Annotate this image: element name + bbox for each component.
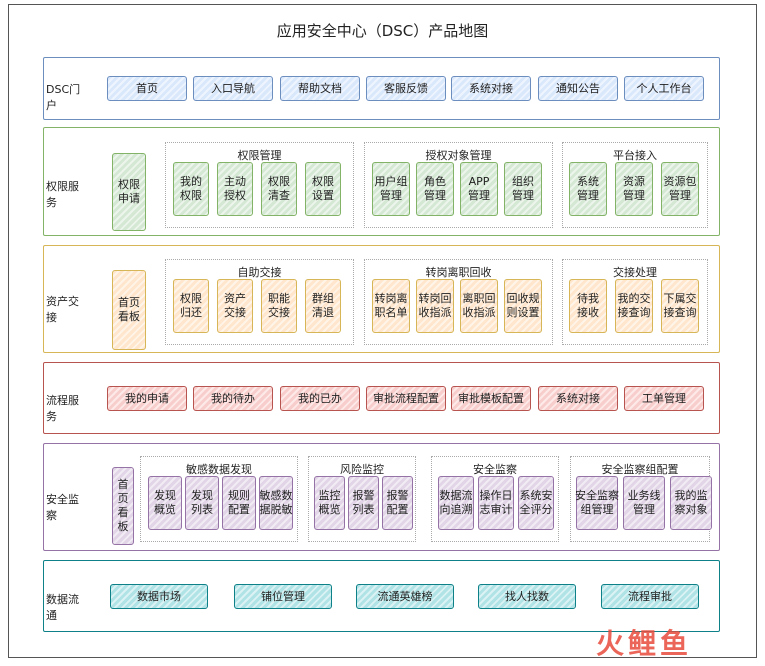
permission-group-title: 权限管理 (237, 149, 282, 162)
permission-group-item[interactable]: 资源包 管理 (661, 162, 699, 216)
portal-section (43, 57, 720, 120)
asset-group: 自助交接 (165, 259, 354, 345)
security-group-title: 敏感数据发现 (186, 463, 252, 476)
security-group-title: 安全监察 (473, 463, 517, 476)
security-group-item[interactable]: 规则 配置 (222, 476, 256, 530)
security-group-item[interactable]: 发现 概览 (148, 476, 182, 530)
portal-item[interactable]: 客服反馈 (366, 76, 446, 101)
process-item[interactable]: 工单管理 (624, 386, 704, 411)
security-group-item[interactable]: 监控 概览 (314, 476, 345, 530)
permission-group-item[interactable]: 权限 清查 (261, 162, 297, 216)
security-group-item[interactable]: 发现 列表 (185, 476, 219, 530)
asset-group-item[interactable]: 转岗回 收指派 (416, 279, 454, 333)
asset-side-entry[interactable]: 首页 看板 (112, 270, 146, 350)
security-group-item[interactable]: 敏感数 据脱敏 (259, 476, 293, 530)
security-group: 风险监控 (308, 456, 416, 542)
portal-item[interactable]: 个人工作台 (624, 76, 704, 101)
asset-group-item[interactable]: 离职回 收指派 (460, 279, 498, 333)
dataflow-item[interactable]: 数据市场 (110, 584, 208, 609)
dataflow-label: 数据流通 (46, 593, 79, 622)
portal-label: DSC门户 (46, 83, 81, 112)
permission-section (43, 127, 720, 236)
security-group-item[interactable]: 报警 列表 (348, 476, 379, 530)
process-item[interactable]: 审批模板配置 (451, 386, 531, 411)
security-group-item[interactable]: 业务线 管理 (623, 476, 665, 530)
asset-group-item[interactable]: 下属交 接查询 (661, 279, 699, 333)
permission-group-item[interactable]: 组织 管理 (504, 162, 542, 216)
asset-group-item[interactable]: 回收规 则设置 (504, 279, 542, 333)
asset-group-item[interactable]: 我的交 接查询 (615, 279, 653, 333)
portal-item[interactable]: 通知公告 (538, 76, 618, 101)
security-group-item[interactable]: 数据流 向追溯 (438, 476, 474, 530)
process-item[interactable]: 审批流程配置 (366, 386, 446, 411)
portal-item[interactable]: 帮助文档 (280, 76, 360, 101)
portal-item[interactable]: 首页 (107, 76, 187, 101)
asset-group: 转岗离职回收 (364, 259, 553, 345)
security-side-entry[interactable]: 首 页 看 板 (112, 467, 134, 545)
permission-group: 授权对象管理 (364, 142, 553, 228)
watermark-logo: 火鲤鱼 (596, 627, 693, 660)
security-group-title: 风险监控 (340, 463, 384, 476)
process-item[interactable]: 我的待办 (193, 386, 273, 411)
permission-group-item[interactable]: 系统 管理 (569, 162, 607, 216)
permission-group-title: 平台接入 (613, 149, 657, 162)
asset-group-title: 交接处理 (613, 266, 657, 279)
asset-group-title: 转岗离职回收 (425, 266, 492, 279)
dataflow-item[interactable]: 流通英雄榜 (356, 584, 454, 609)
security-group-item[interactable]: 报警 配置 (382, 476, 413, 530)
permission-label: 权限服务 (46, 180, 79, 209)
asset-group-item[interactable]: 权限 归还 (173, 279, 209, 333)
asset-section (43, 245, 720, 353)
asset-group-title: 自助交接 (237, 266, 282, 279)
permission-group-item[interactable]: 用户组 管理 (372, 162, 410, 216)
dataflow-section (43, 560, 720, 632)
permission-group-item[interactable]: 权限 设置 (305, 162, 341, 216)
security-group-item[interactable]: 系统安 全评分 (518, 476, 554, 530)
security-group: 安全监察 (431, 456, 559, 542)
process-item[interactable]: 我的申请 (107, 386, 187, 411)
permission-group-item[interactable]: 我的 权限 (173, 162, 209, 216)
dataflow-item[interactable]: 找人找数 (478, 584, 576, 609)
permission-group-item[interactable]: 主动 授权 (217, 162, 253, 216)
security-group-item[interactable]: 安全监察 组管理 (575, 476, 619, 530)
security-group-item[interactable]: 我的监 察对象 (670, 476, 712, 530)
permission-group-item[interactable]: 资源 管理 (615, 162, 653, 216)
security-section (43, 443, 720, 551)
permission-group-item[interactable]: APP 管理 (460, 162, 498, 216)
asset-group: 交接处理 (562, 259, 708, 345)
dataflow-item[interactable]: 流程审批 (601, 584, 699, 609)
portal-item[interactable]: 入口导航 (193, 76, 273, 101)
diagram-title: 应用安全中心（DSC）产品地图 (276, 22, 489, 40)
process-item[interactable]: 我的已办 (280, 386, 360, 411)
portal-item[interactable]: 系统对接 (451, 76, 531, 101)
process-label: 流程服务 (46, 394, 79, 423)
permission-group: 权限管理 (165, 142, 354, 228)
asset-label: 资产交接 (46, 295, 79, 324)
asset-group-item[interactable]: 群组 清退 (305, 279, 341, 333)
asset-group-item[interactable]: 职能 交接 (261, 279, 297, 333)
permission-group: 平台接入 (562, 142, 708, 228)
permission-group-item[interactable]: 角色 管理 (416, 162, 454, 216)
process-item[interactable]: 系统对接 (538, 386, 618, 411)
asset-group-item[interactable]: 资产 交接 (217, 279, 253, 333)
security-group: 敏感数据发现 (140, 456, 298, 542)
dataflow-item[interactable]: 铺位管理 (234, 584, 332, 609)
permission-group-title: 授权对象管理 (425, 149, 492, 162)
security-label: 安全监察 (46, 493, 79, 522)
security-group-title: 安全监察组配置 (601, 463, 679, 476)
security-group-item[interactable]: 操作日 志审计 (478, 476, 514, 530)
process-section (43, 362, 720, 434)
asset-group-item[interactable]: 转岗离 职名单 (372, 279, 410, 333)
diagram-frame (8, 4, 757, 658)
asset-group-item[interactable]: 待我 接收 (569, 279, 607, 333)
permission-side-entry[interactable]: 权限 申请 (112, 153, 146, 231)
